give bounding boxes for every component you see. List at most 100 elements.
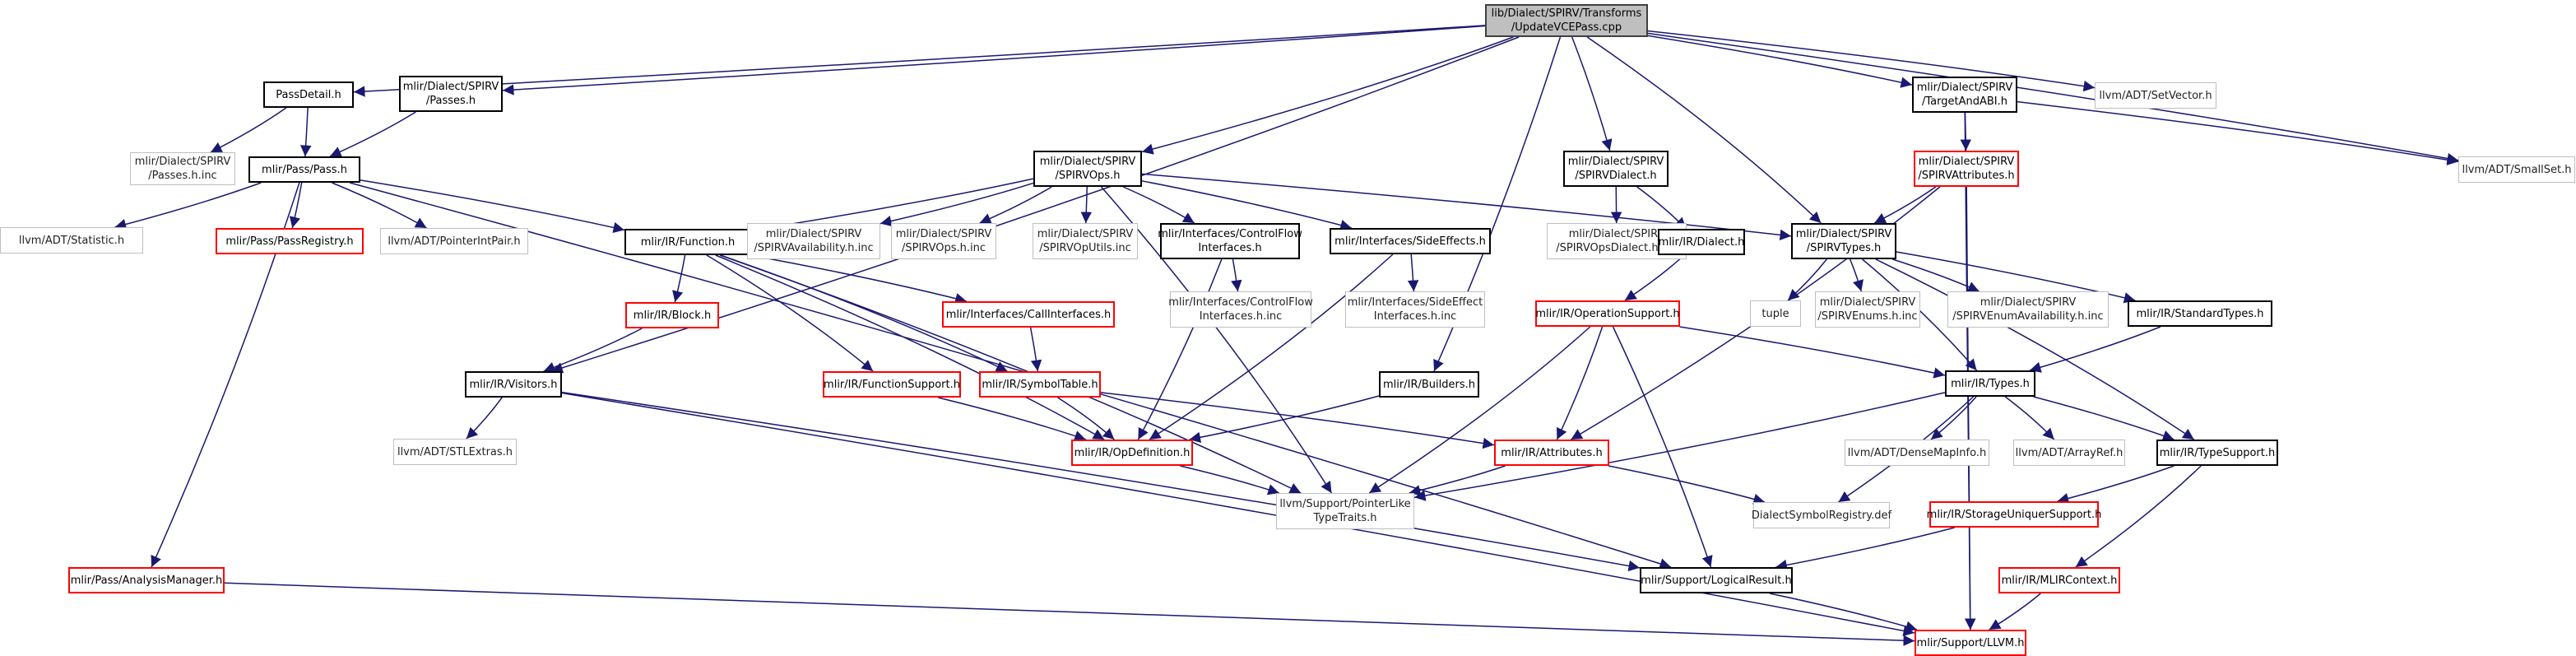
node-label-line: mlir/IR/Dialect.h (1658, 235, 1745, 249)
node-types[interactable]: mlir/IR/Types.h (1945, 370, 2035, 397)
node-attributes[interactable]: mlir/IR/Attributes.h (1494, 440, 1609, 466)
node-spirvdialect[interactable]: mlir/Dialect/SPIRV/SPIRVDialect.h (1563, 151, 1669, 187)
node-symboltable[interactable]: mlir/IR/SymbolTable.h (979, 371, 1101, 398)
node-spirvtypes[interactable]: mlir/Dialect/SPIRV/SPIRVTypes.h (1791, 223, 1896, 259)
node-label-line: mlir/Dialect/SPIRV (134, 156, 231, 168)
node-label-line: mlir/Dialect/SPIRV (1918, 156, 2015, 168)
node-label-line: /SPIRVTypes.h (1806, 242, 1882, 254)
node-label-line: mlir/Pass/PassRegistry.h (225, 235, 354, 248)
node-label-line: llvm/ADT/STLExtras.h (397, 445, 513, 458)
node-enumavail-inc: mlir/Dialect/SPIRV/SPIRVEnumAvailability… (1947, 291, 2109, 328)
edge-root-to-spirvops (1141, 36, 1514, 155)
edge-mlircontext-to-llvm (1989, 593, 2041, 630)
edge-root-to-spirv-passes (502, 25, 1486, 95)
node-label-line: mlir/Dialect/SPIRV (895, 228, 992, 240)
node-block[interactable]: mlir/IR/Block.h (625, 302, 719, 328)
node-analysismanager[interactable]: mlir/Pass/AnalysisManager.h (68, 567, 225, 593)
edge-spirvattributes-to-llvm (1965, 186, 1976, 630)
node-symbolregistry: DialectSymbolRegistry.def (1752, 502, 1891, 528)
node-standardtypes[interactable]: mlir/IR/StandardTypes.h (2128, 300, 2272, 327)
edge-typesupport-to-storageunique (2057, 465, 2175, 505)
node-label-line: mlir/IR/StorageUniquerSupport.h (1926, 508, 2102, 521)
node-label-line: lib/Dialect/SPIRV/Transforms (1491, 7, 1642, 20)
node-function[interactable]: mlir/IR/Function.h (624, 229, 751, 255)
edge-spirvdialect-to-opsdialect-inc (1610, 186, 1622, 224)
node-mlircontext[interactable]: mlir/IR/MLIRContext.h (1998, 567, 2120, 593)
node-label-line: tuple (1761, 307, 1789, 320)
edge-block-to-visitors (543, 328, 643, 373)
node-tuple: tuple (1750, 300, 1801, 327)
node-oputils-inc: mlir/Dialect/SPIRV/SPIRVOpUtils.inc (1033, 223, 1138, 259)
node-label-line: mlir/Dialect/SPIRV (1795, 228, 1892, 240)
edge-types-to-arrayref (2004, 396, 2055, 440)
edge-standardtypes-to-types (2029, 326, 2161, 373)
edge-spirvops-to-sideeffects (1141, 180, 1352, 231)
node-label-line: mlir/Dialect/SPIRV (1037, 228, 1134, 240)
node-functionsupport[interactable]: mlir/IR/FunctionSupport.h (823, 371, 961, 398)
edge-root-to-setvector (1647, 30, 2096, 92)
edge-spirvops-to-spirvtypes (1141, 173, 1792, 241)
edge-visitors-to-llvm (561, 392, 1915, 637)
edge-visitors-to-logicalresult (561, 391, 1641, 572)
node-label-line: /SPIRVEnumAvailability.h.inc (1952, 310, 2104, 323)
node-storageunique[interactable]: mlir/IR/StorageUniquerSupport.h (1926, 501, 2102, 528)
node-callinterfaces[interactable]: mlir/Interfaces/CallInterfaces.h (942, 301, 1115, 328)
node-label-line: /Passes.h.inc (148, 170, 217, 182)
node-logicalresult[interactable]: mlir/Support/LogicalResult.h (1640, 567, 1793, 593)
node-arrayref: llvm/ADT/ArrayRef.h (2013, 440, 2125, 466)
node-densemapinfo: llvm/ADT/DenseMapInfo.h (1845, 440, 1989, 466)
node-stlextras: llvm/ADT/STLExtras.h (393, 439, 517, 465)
node-setvector: llvm/ADT/SetVector.h (2095, 82, 2216, 109)
node-operationsupport[interactable]: mlir/IR/OperationSupport.h (1535, 300, 1680, 327)
node-label-line: /SPIRVAttributes.h (1918, 170, 2015, 182)
node-label-line: mlir/IR/OpDefinition.h (1074, 446, 1191, 459)
node-pass[interactable]: mlir/Pass/Pass.h (248, 156, 360, 183)
edge-spirv-passes-to-pass (329, 111, 416, 157)
node-smallset: llvm/ADT/SmallSet.h (2458, 156, 2575, 183)
node-label-line: /SPIRVOpUtils.inc (1039, 242, 1131, 254)
edge-symboltable-to-opdefinition (1057, 397, 1115, 440)
node-dialect[interactable]: mlir/IR/Dialect.h (1658, 229, 1745, 255)
edge-logicalresult-to-llvm (1769, 593, 1918, 632)
node-typesupport[interactable]: mlir/IR/TypeSupport.h (2156, 440, 2278, 466)
node-label-line: /SPIRVOps.h (1055, 170, 1121, 182)
node-builders[interactable]: mlir/IR/Builders.h (1379, 371, 1479, 398)
edge-functionsupport-to-opdefinition (938, 397, 1086, 442)
node-sideeffects[interactable]: mlir/Interfaces/SideEffects.h (1330, 228, 1491, 254)
node-label-line: mlir/Dialect/SPIRV (402, 81, 499, 93)
node-root[interactable]: lib/Dialect/SPIRV/Transforms/UpdateVCEPa… (1485, 4, 1648, 37)
node-spirvattributes[interactable]: mlir/Dialect/SPIRV/SPIRVAttributes.h (1914, 151, 2019, 187)
node-label-line: mlir/Dialect/SPIRV (1916, 81, 2013, 94)
edge-root-to-passdetail (353, 25, 1486, 97)
node-visitors[interactable]: mlir/IR/Visitors.h (465, 371, 562, 398)
node-targetandabi[interactable]: mlir/Dialect/SPIRV/TargetAndABI.h (1912, 77, 2017, 113)
edge-dialect-to-operationsupport (1624, 254, 1685, 301)
edge-spirvtypes-to-typesupport (1875, 258, 2195, 440)
node-passregistry[interactable]: mlir/Pass/PassRegistry.h (216, 228, 364, 254)
node-passdetail[interactable]: PassDetail.h (263, 81, 354, 108)
node-label-line: mlir/Support/LogicalResult.h (1641, 574, 1792, 587)
node-spirv-passes[interactable]: mlir/Dialect/SPIRV/Passes.h (399, 76, 503, 112)
edge-targetandabi-to-smallset (2017, 100, 2459, 165)
node-label-line: llvm/ADT/SmallSet.h (2462, 163, 2572, 176)
edge-spirvops-to-oputils-inc (1080, 186, 1093, 224)
edge-spirvops-to-controlflow (1122, 186, 1195, 224)
node-label-line: mlir/Dialect/SPIRV (1039, 156, 1136, 168)
node-availability-inc: mlir/Dialect/SPIRV/SPIRVAvailability.h.i… (747, 223, 880, 259)
edge-function-to-functionsupport (706, 254, 874, 372)
node-opdefinition[interactable]: mlir/IR/OpDefinition.h (1071, 440, 1193, 466)
edge-types-to-densemapinfo (1930, 396, 1977, 440)
node-label-line: mlir/Dialect/SPIRV (1980, 296, 2077, 309)
node-llvm[interactable]: mlir/Support/LLVM.h (1915, 630, 2026, 656)
edge-root-to-spirvtypes (1586, 36, 1822, 224)
node-label-line: Interfaces.h (1198, 242, 1262, 254)
node-label-line: /Passes.h (425, 95, 476, 107)
node-label-line: Interfaces.h.inc (1373, 310, 1457, 323)
edge-typesupport-to-mlircontext (2075, 465, 2202, 568)
node-label-line: mlir/Dialect/SPIRV (1567, 156, 1664, 168)
edge-spirvtypes-to-enumavail-inc (1892, 258, 1980, 292)
node-spirvops[interactable]: mlir/Dialect/SPIRV/SPIRVOps.h (1033, 151, 1142, 187)
edge-root-to-smallset (1647, 32, 2459, 165)
